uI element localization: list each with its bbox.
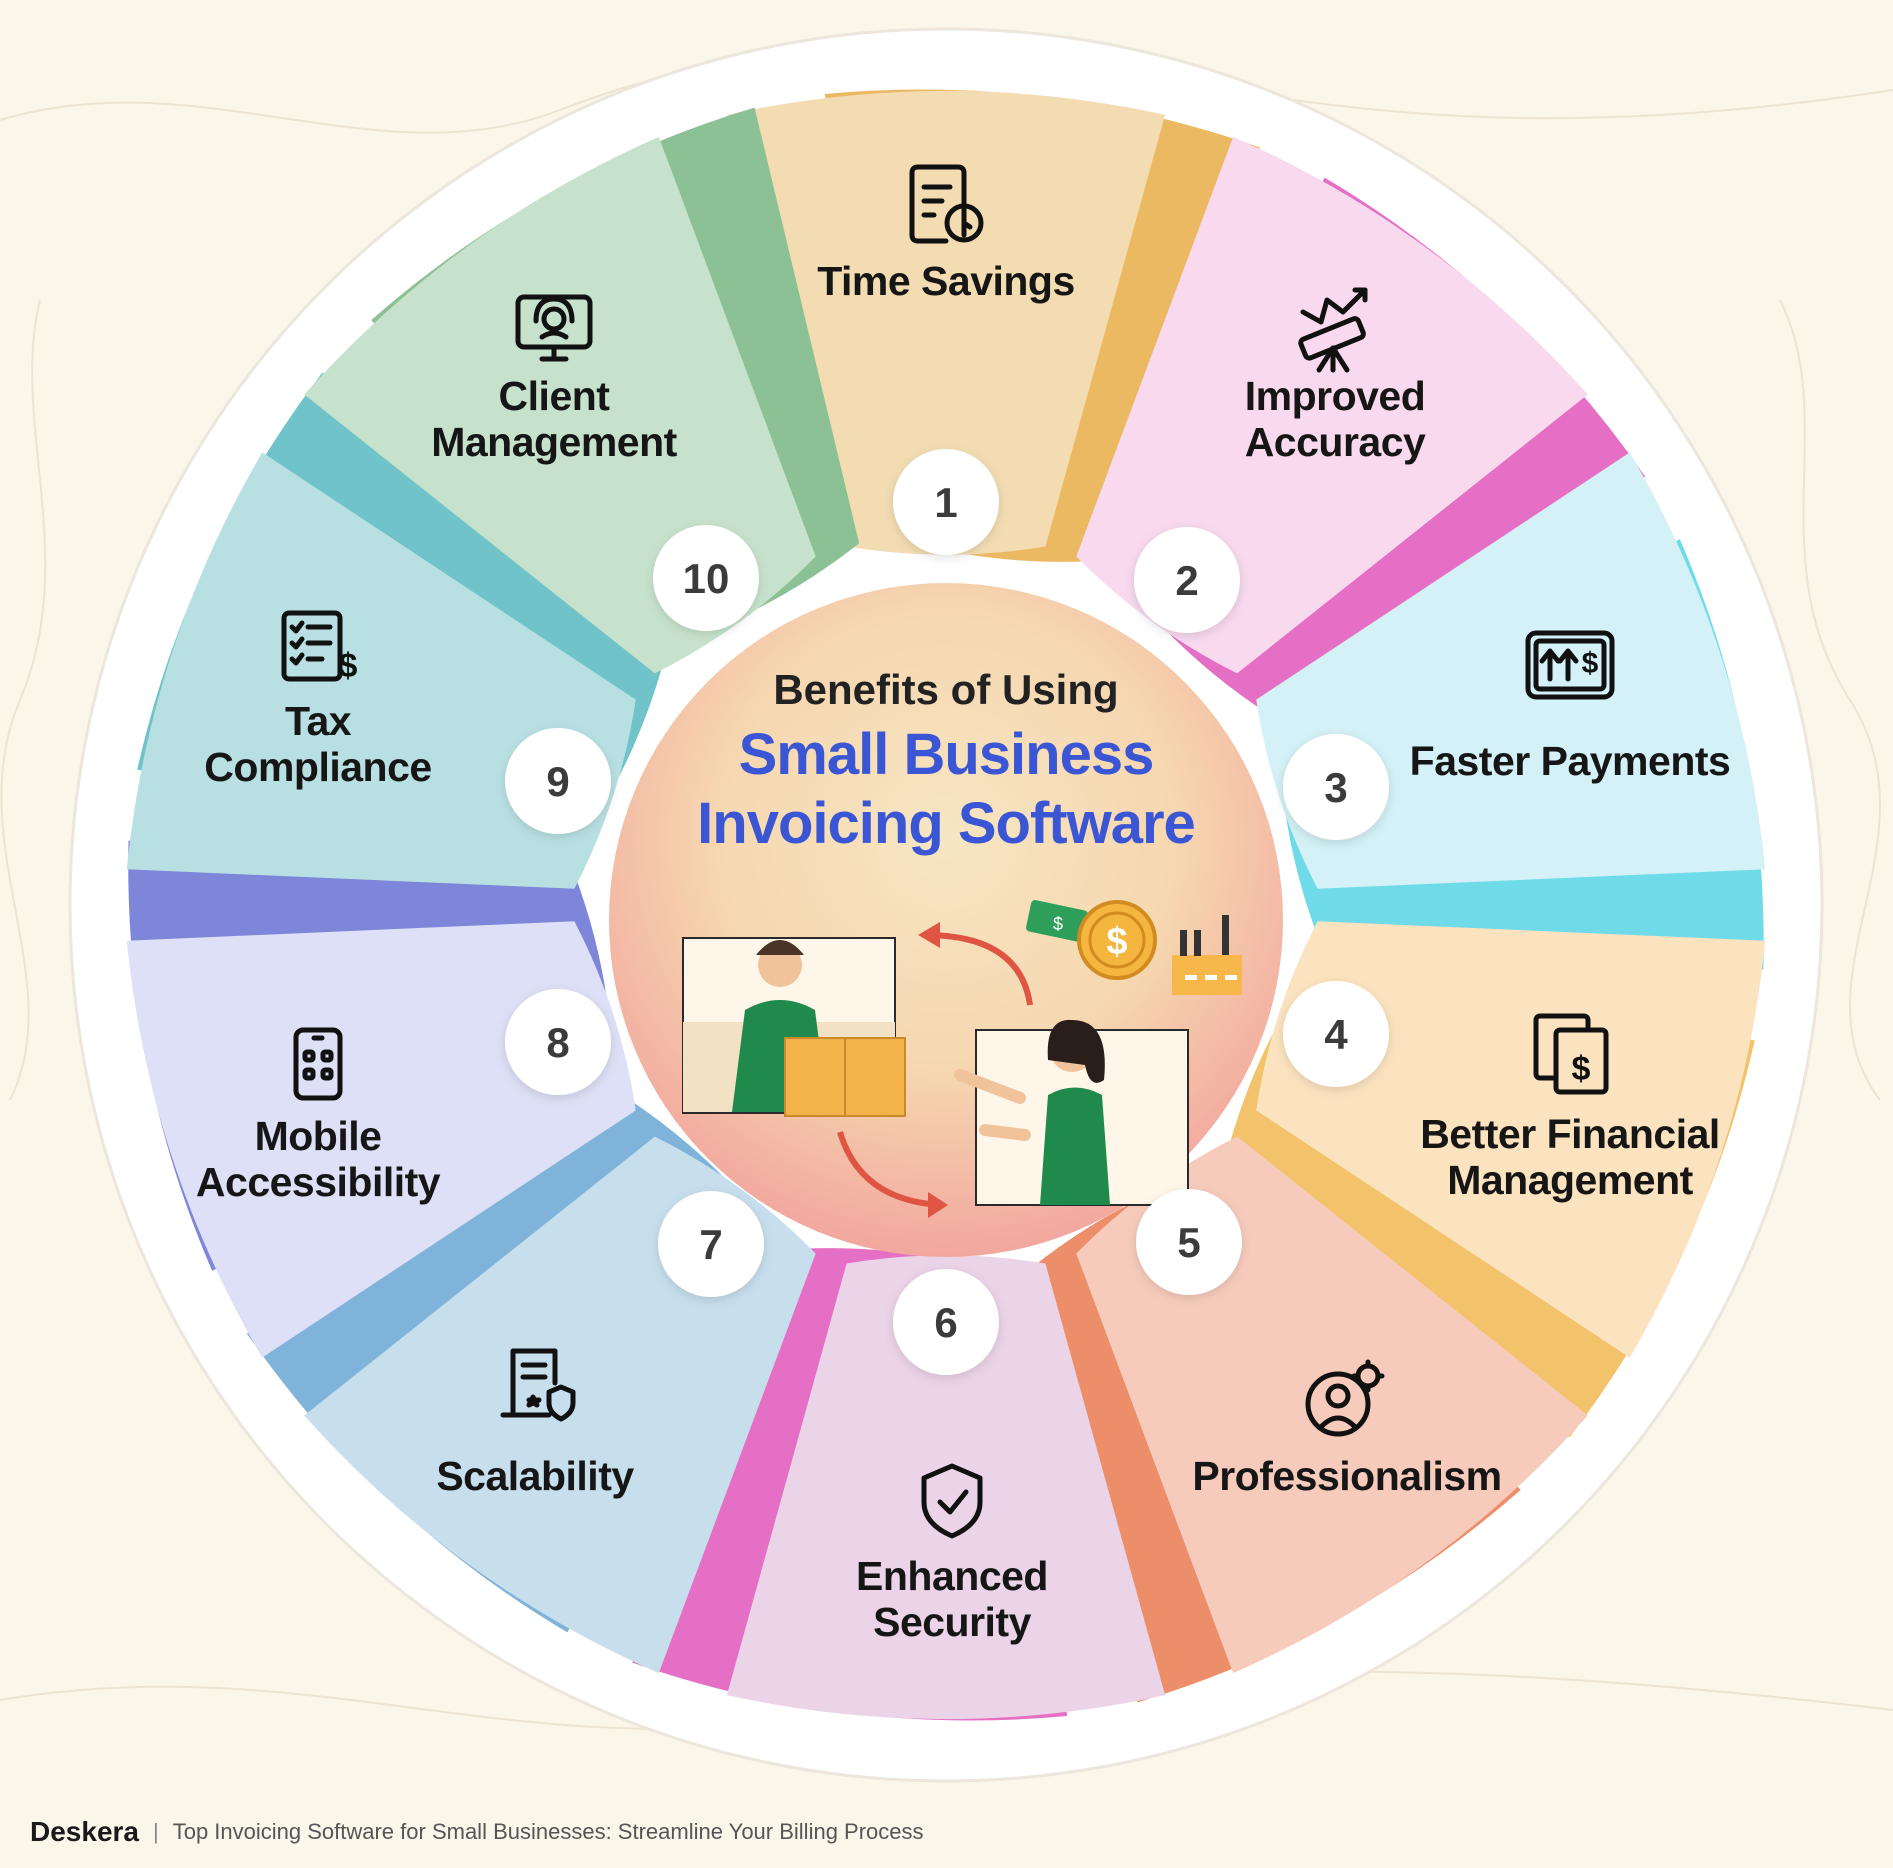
badge-circle [653, 525, 759, 631]
badge-number: 6 [934, 1299, 957, 1346]
badge-circle [505, 989, 611, 1095]
factory-icon [1172, 915, 1242, 995]
benefit-label-line: Enhanced [856, 1553, 1048, 1599]
benefit-label-line: Security [873, 1599, 1031, 1645]
benefit-label-line: Accuracy [1245, 419, 1426, 465]
benefit-number-badge-3: 3 [1283, 734, 1389, 840]
benefit-label-line: Management [1447, 1157, 1693, 1203]
svg-text:$: $ [1572, 1050, 1591, 1088]
badge-number: 9 [546, 758, 569, 805]
benefit-label-3: Faster Payments [1410, 738, 1731, 784]
benefit-number-badge-7: 7 [658, 1191, 764, 1297]
badge-circle [1283, 734, 1389, 840]
arrow-icon [924, 932, 1033, 1006]
badge-circle [1283, 981, 1389, 1087]
headset-monitor-icon [515, 294, 593, 362]
benefit-label-line: Client [499, 373, 611, 419]
benefit-number-badge-10: 10 [653, 525, 759, 631]
benefit-label-5: Professionalism [1192, 1453, 1501, 1499]
benefit-label-line: Tax [285, 698, 352, 744]
footer-caption: Top Invoicing Software for Small Busines… [172, 1819, 924, 1844]
benefit-number-badge-8: 8 [505, 989, 611, 1095]
badge-number: 1 [934, 479, 957, 526]
badge-circle [1134, 527, 1240, 633]
badge-number: 4 [1324, 1011, 1348, 1058]
benefit-label-7: Scalability [436, 1453, 634, 1499]
badge-circle [893, 449, 999, 555]
dollar-coin-icon: $ [1077, 900, 1157, 980]
benefit-label-line: Mobile [255, 1113, 382, 1159]
financial-folder-icon: $ [1533, 1013, 1609, 1095]
benefit-number-badge-9: 9 [505, 728, 611, 834]
banknote-icon: $ [1026, 900, 1088, 942]
benefit-number-badge-4: 4 [1283, 981, 1389, 1087]
badge-number: 2 [1175, 557, 1198, 604]
footer: Deskera | Top Invoicing Software for Sma… [30, 1812, 924, 1852]
center-illustration: $ $ [682, 900, 1242, 1218]
svg-text:$: $ [1106, 921, 1127, 963]
badge-circle [893, 1269, 999, 1375]
benefit-number-badge-1: 1 [893, 449, 999, 555]
mobile-phone-icon [293, 1027, 343, 1101]
shield-check-icon [921, 1463, 983, 1539]
badge-number: 5 [1177, 1219, 1200, 1266]
title-line-2: Small Business [739, 722, 1154, 787]
badge-number: 3 [1324, 764, 1347, 811]
benefit-label-line: Accessibility [196, 1159, 441, 1205]
footer-separator: | [152, 1819, 159, 1844]
title-line-1: Benefits of Using [773, 666, 1118, 713]
benefit-petal-1 [726, 90, 1166, 555]
svg-text:$: $ [1053, 914, 1063, 934]
svg-text:$: $ [339, 647, 358, 685]
benefit-petal-6 [726, 1255, 1166, 1720]
certificate-icon [500, 1348, 576, 1422]
benefit-label-line: Improved [1245, 373, 1426, 419]
badge-number: 7 [699, 1221, 722, 1268]
benefit-label-line: Compliance [204, 744, 431, 790]
badge-circle [505, 728, 611, 834]
woman-receiving-icon [954, 1019, 1189, 1206]
benefit-label-line: Faster Payments [1410, 738, 1731, 784]
benefit-label-1: Time Savings [817, 258, 1075, 304]
person-with-box-icon [682, 937, 906, 1117]
brand-logo: Deskera [30, 1816, 139, 1847]
title-line-3: Invoicing Software [697, 791, 1195, 856]
benefit-label-line: Scalability [436, 1453, 634, 1499]
badge-circle [658, 1191, 764, 1297]
benefit-number-badge-5: 5 [1136, 1189, 1242, 1295]
tax-checklist-icon: $ [281, 610, 358, 685]
telescope-chart-icon [1298, 287, 1368, 373]
benefit-label-line: Management [431, 419, 677, 465]
money-arrows-icon: $ [1525, 630, 1615, 700]
benefit-label-line: Professionalism [1192, 1453, 1501, 1499]
badge-number: 8 [546, 1019, 569, 1066]
benefit-label-line: Time Savings [817, 258, 1075, 304]
badge-number: 10 [683, 555, 730, 602]
benefit-number-badge-6: 6 [893, 1269, 999, 1375]
badge-circle [1136, 1189, 1242, 1295]
clipboard-clock-icon [909, 164, 984, 244]
benefit-number-badge-2: 2 [1134, 527, 1240, 633]
svg-text:$: $ [1582, 647, 1599, 680]
user-gear-icon [1305, 1359, 1385, 1437]
benefit-label-line: Better Financial [1420, 1111, 1720, 1157]
